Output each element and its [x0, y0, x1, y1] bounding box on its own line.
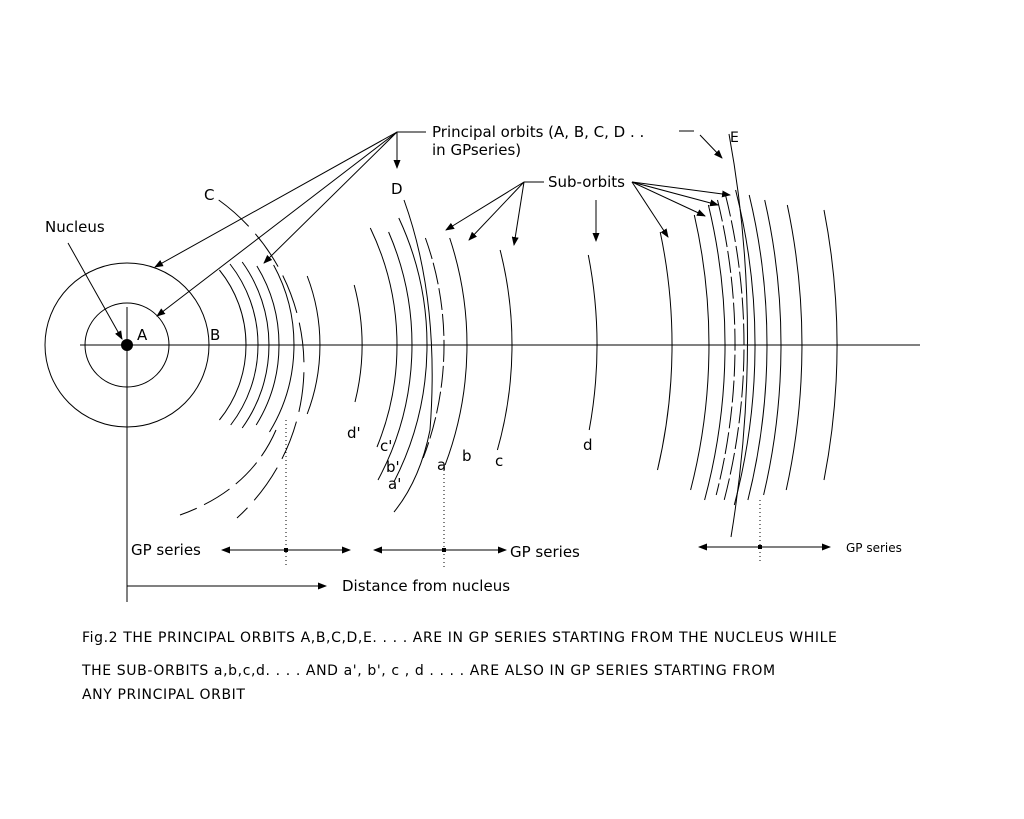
arc-d-prime	[353, 284, 363, 403]
sub-leader-2	[468, 181, 525, 241]
gp-series-label-3: GP series	[846, 541, 902, 555]
orbit-arcs	[179, 133, 838, 538]
gp-series-label-2: GP series	[510, 543, 580, 561]
principal-leader-to-E	[699, 134, 723, 159]
distance-label: Distance from nucleus	[342, 577, 510, 595]
orbit-D-arc	[393, 199, 433, 513]
sub-orbits-label: Sub-orbits	[548, 173, 625, 191]
principal-orbits-label-line2: in GPseries)	[432, 141, 521, 159]
orbit-B-label: B	[210, 326, 220, 344]
sub-orbit-c-prime-label: c'	[380, 437, 392, 455]
arc-b	[444, 237, 468, 466]
arc-cluster3-8	[763, 199, 782, 496]
arc-cluster3-9	[785, 204, 803, 491]
arc-cluster1-4	[255, 265, 280, 426]
gp-arrow-3-dot	[758, 545, 762, 549]
sub-orbit-a-label: a	[437, 456, 446, 474]
caption-line-2: THE SUB-ORBITS a,b,c,d. . . . AND a', b'…	[82, 663, 776, 679]
gp-arrow-2-dot	[442, 548, 446, 552]
gp-arrow-1-dot	[284, 548, 288, 552]
nucleus-leader	[67, 242, 123, 340]
orbit-E-label: E	[730, 130, 739, 146]
sub-orbit-a-prime-label: a'	[388, 475, 401, 493]
arc-a	[422, 237, 445, 459]
orbit-E-arc	[728, 133, 749, 538]
arc-b-prime	[377, 231, 413, 481]
sub-orbit-d-prime-label: d'	[347, 424, 361, 442]
arc-cluster3-7	[747, 194, 768, 501]
arc-cluster3-10	[823, 209, 838, 481]
principal-leader-to-C	[263, 131, 398, 264]
sub-orbit-c-label: c	[495, 452, 503, 470]
orbit-C-arc	[218, 199, 305, 519]
sub-orbit-d-label: d	[583, 436, 593, 454]
arc-cluster1-1	[219, 269, 247, 421]
arc-cluster3-1	[657, 231, 673, 471]
arc-cluster1-6	[306, 275, 321, 415]
arc-c	[496, 249, 513, 451]
caption-line-3: ANY PRINCIPAL ORBIT	[82, 687, 246, 703]
gp-series-label-1: GP series	[131, 541, 201, 559]
sub-leader-8	[631, 181, 731, 198]
arc-cluster3-5	[723, 194, 745, 501]
principal-leader-to-B	[154, 131, 398, 268]
arc-cluster1-3	[241, 261, 270, 429]
arc-a-prime-d	[393, 217, 428, 483]
principal-orbits-label-line1: Principal orbits (A, B, C, D . .	[432, 123, 644, 141]
sub-leader-6	[631, 181, 706, 217]
nucleus-dot	[121, 339, 133, 351]
sub-leader-7	[631, 181, 719, 207]
sub-leader-5	[631, 181, 669, 238]
sub-orbit-b-label: b	[462, 447, 472, 465]
arc-cluster3-4	[715, 199, 736, 496]
caption-line-1: Fig.2 THE PRINCIPAL ORBITS A,B,C,D,E. . …	[82, 630, 838, 646]
sub-orbit-b-prime-label: b'	[386, 458, 400, 476]
arc-cluster1-5	[269, 264, 295, 433]
arc-cluster3-3	[704, 204, 726, 501]
orbit-C-lower-arc	[179, 429, 277, 516]
principal-leader-to-A	[156, 131, 398, 317]
nucleus-label: Nucleus	[45, 218, 105, 236]
arc-c-prime	[369, 227, 398, 448]
sub-leader-3	[511, 181, 525, 246]
arc-d	[587, 254, 598, 431]
arc-cluster3-2	[690, 214, 710, 491]
arc-cluster1-2	[229, 263, 259, 426]
orbit-A-label: A	[137, 326, 148, 344]
arc-cluster3-6	[733, 189, 756, 506]
orbit-A-circle	[84, 302, 170, 388]
sub-leader-1	[445, 181, 525, 231]
orbit-C-label: C	[204, 186, 214, 204]
orbit-D-label: D	[391, 180, 403, 198]
orbit-B-circle	[44, 262, 210, 428]
